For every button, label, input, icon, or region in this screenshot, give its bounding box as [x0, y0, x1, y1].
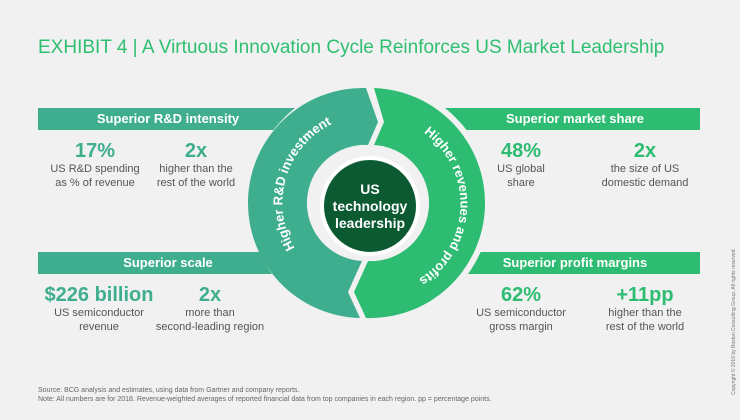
page-title: EXHIBIT 4 | A Virtuous Innovation Cycle … — [38, 37, 665, 58]
bar-scale — [38, 252, 312, 274]
copyright: Copyright © 2019 by Boston Consulting Gr… — [731, 248, 737, 395]
source-note: Source: BCG analysis and estimates, usin… — [38, 387, 300, 394]
rd-title: Superior R&D intensity — [96, 111, 240, 126]
note: Note: All numbers are for 2018. Revenue-… — [38, 396, 492, 403]
scale-title: Superior scale — [123, 255, 213, 270]
ring-left — [247, 87, 378, 319]
ring-right — [354, 88, 486, 319]
bar-margins — [435, 252, 700, 274]
share-title: Superior market share — [505, 111, 644, 126]
footnotes: Source: BCG analysis and estimates, usin… — [38, 386, 492, 404]
margins-title: Superior profit margins — [502, 255, 648, 270]
bar-share — [440, 108, 700, 130]
center-circle — [320, 156, 420, 256]
bar-rd — [38, 108, 312, 130]
